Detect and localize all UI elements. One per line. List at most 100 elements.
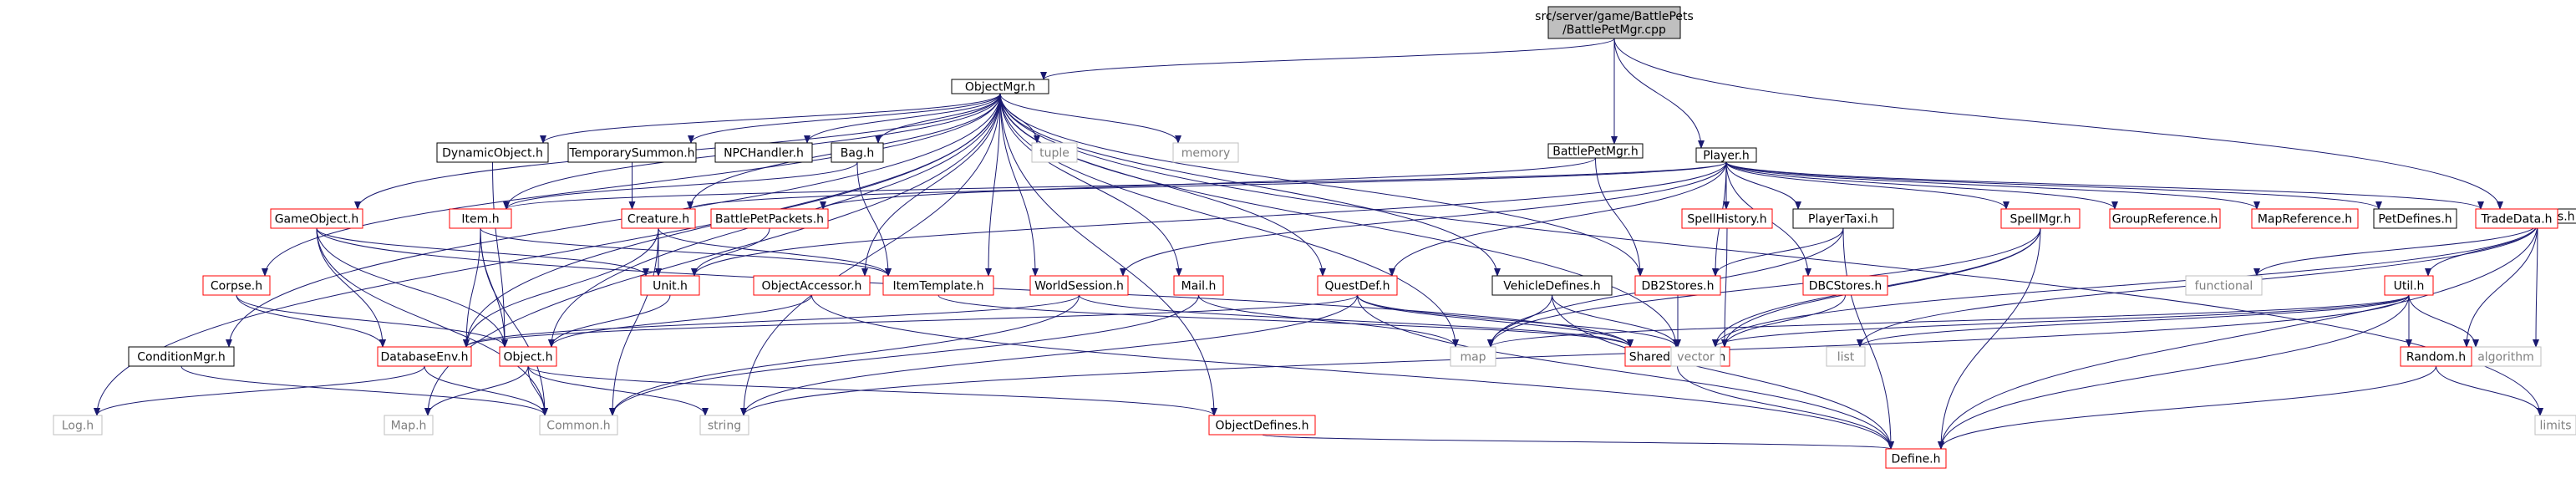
node-tradedata-label: TradeData.h bbox=[2480, 213, 2552, 227]
node-spellmgr-label: SpellMgr.h bbox=[2010, 213, 2071, 227]
node-limits[interactable]: limits bbox=[2534, 415, 2576, 436]
edge-objectaccessor-to-object bbox=[548, 294, 812, 348]
node-temporarysummon[interactable]: TemporarySummon.h bbox=[567, 142, 697, 163]
edge-worldsession-to-common bbox=[609, 294, 1080, 416]
edge-player-to-unit bbox=[691, 161, 1727, 277]
edge-unit-to-object bbox=[548, 294, 671, 348]
node-unit-box bbox=[640, 275, 700, 296]
node-objectdefines[interactable]: ObjectDefines.h bbox=[1208, 415, 1316, 436]
node-itemtemplate[interactable]: ItemTemplate.h bbox=[882, 275, 994, 296]
node-objectdefines-box bbox=[1208, 415, 1316, 436]
node-mapreference[interactable]: MapReference.h bbox=[2251, 208, 2359, 229]
node-groupreference[interactable]: GroupReference.h bbox=[2109, 208, 2221, 229]
node-map[interactable]: map bbox=[1450, 346, 1496, 367]
node-unit[interactable]: Unit.h bbox=[640, 275, 700, 296]
node-objectdefines-label: ObjectDefines.h bbox=[1216, 420, 1309, 433]
node-root-label: /BattlePetMgr.cpp bbox=[1562, 23, 1666, 37]
node-petdefines-box bbox=[2373, 208, 2457, 229]
node-map_h-box bbox=[384, 415, 434, 436]
node-log[interactable]: Log.h bbox=[53, 415, 103, 436]
node-npchandler[interactable]: NPCHandler.h bbox=[714, 142, 813, 163]
edge-player-to-spellmgr bbox=[1725, 161, 2009, 210]
node-bag[interactable]: Bag.h bbox=[831, 142, 884, 163]
node-util-label: Util.h bbox=[2394, 280, 2425, 293]
edge-objectmgr-to-worldsession bbox=[999, 93, 1039, 277]
edge-root-to-player bbox=[1613, 38, 1705, 149]
node-vehicledefines[interactable]: VehicleDefines.h bbox=[1491, 275, 1613, 296]
node-memory[interactable]: memory bbox=[1172, 142, 1239, 163]
node-player[interactable]: Player.h bbox=[1695, 147, 1757, 163]
node-limits-label: limits bbox=[2539, 420, 2571, 433]
node-map_h-label: Map.h bbox=[391, 420, 427, 433]
node-root-box bbox=[1547, 6, 1681, 39]
node-mail[interactable]: Mail.h bbox=[1173, 275, 1224, 296]
node-item-label: Item.h bbox=[461, 213, 499, 227]
node-common[interactable]: Common.h bbox=[539, 415, 618, 436]
node-map_h[interactable]: Map.h bbox=[384, 415, 434, 436]
edge-random-to-limits bbox=[2436, 365, 2543, 416]
node-random[interactable]: Random.h bbox=[2400, 346, 2472, 367]
node-util-box bbox=[2384, 275, 2434, 296]
node-conditionmgr[interactable]: ConditionMgr.h bbox=[128, 346, 235, 367]
node-util[interactable]: Util.h bbox=[2384, 275, 2434, 296]
node-spellmgr-box bbox=[2000, 208, 2081, 229]
node-playertaxi[interactable]: PlayerTaxi.h bbox=[1792, 208, 1894, 229]
node-gameobject-label: GameObject.h bbox=[275, 213, 359, 227]
node-limits-box bbox=[2534, 415, 2576, 436]
node-define[interactable]: Define.h bbox=[1885, 448, 1947, 469]
node-functional[interactable]: functional bbox=[2185, 275, 2263, 296]
edge-objectmgr-to-string bbox=[740, 93, 1001, 416]
node-questdef-label: QuestDef.h bbox=[1325, 280, 1390, 293]
node-algorithm[interactable]: algorithm bbox=[2470, 346, 2542, 367]
node-list[interactable]: list bbox=[1826, 346, 1866, 367]
node-db2stores[interactable]: DB2Stores.h bbox=[1634, 275, 1721, 296]
edge-questdef-to-shareddefines bbox=[1357, 294, 1633, 348]
edge-bag-to-itemtemplate bbox=[856, 161, 892, 277]
node-corpse[interactable]: Corpse.h bbox=[202, 275, 271, 296]
edge-worldsession-to-shareddefines bbox=[1079, 294, 1633, 348]
node-gameobject[interactable]: GameObject.h bbox=[270, 208, 363, 229]
node-dbcstores[interactable]: DBCStores.h bbox=[1802, 275, 1888, 296]
node-spellmgr[interactable]: SpellMgr.h bbox=[2000, 208, 2081, 229]
node-algorithm-label: algorithm bbox=[2477, 351, 2534, 364]
node-tuple[interactable]: tuple bbox=[1031, 142, 1078, 163]
edge-objectmgr-to-memory bbox=[999, 93, 1181, 144]
node-databaseenv-label: DatabaseEnv.h bbox=[380, 351, 468, 364]
edge-objectmgr-to-bag bbox=[875, 93, 1001, 144]
node-creature-box bbox=[621, 208, 696, 229]
edge-util-to-map bbox=[1487, 294, 2410, 348]
node-dynamicobject[interactable]: DynamicObject.h bbox=[436, 142, 549, 163]
node-tradedata[interactable]: TradeData.h bbox=[2475, 208, 2558, 229]
node-item[interactable]: Item.h bbox=[449, 208, 512, 229]
node-questdef[interactable]: QuestDef.h bbox=[1317, 275, 1398, 296]
node-battlepetpackets[interactable]: BattlePetPackets.h bbox=[710, 208, 829, 229]
node-battlepetmgr_h[interactable]: BattlePetMgr.h bbox=[1547, 143, 1644, 159]
edge-player-to-playertaxi bbox=[1725, 161, 1801, 210]
edge-item-to-common bbox=[480, 227, 548, 416]
edge-creature-to-common bbox=[609, 227, 659, 416]
node-object[interactable]: Object.h bbox=[499, 346, 557, 367]
node-creature[interactable]: Creature.h bbox=[621, 208, 696, 229]
edge-conditionmgr-to-common bbox=[180, 365, 548, 416]
node-petdefines[interactable]: PetDefines.h bbox=[2373, 208, 2457, 229]
edge-objectaccessor-to-define bbox=[811, 294, 1894, 450]
node-spellhistory[interactable]: SpellHistory.h bbox=[1681, 208, 1773, 229]
edge-objectmgr-to-temporarysummon bbox=[688, 93, 1001, 144]
node-vector-box bbox=[1670, 346, 1721, 367]
edge-objectmgr-to-db2stores bbox=[999, 93, 1644, 277]
edge-objectmgr-to-objectaccessor bbox=[861, 93, 1001, 277]
node-databaseenv[interactable]: DatabaseEnv.h bbox=[377, 346, 472, 367]
edge-gameobject-to-databaseenv bbox=[316, 227, 386, 348]
node-playertaxi-box bbox=[1792, 208, 1894, 229]
edge-player-to-creature bbox=[687, 161, 1727, 210]
node-root[interactable]: src/server/game/BattlePets/BattlePetMgr.… bbox=[1535, 6, 1694, 39]
node-string[interactable]: string bbox=[699, 415, 749, 436]
edge-player-to-tradedata bbox=[1725, 161, 2484, 210]
node-objectmgr[interactable]: ObjectMgr.h bbox=[951, 79, 1049, 94]
edge-battlepetpackets-to-unit bbox=[691, 227, 770, 277]
node-vector[interactable]: vector bbox=[1670, 346, 1721, 367]
node-worldsession-box bbox=[1029, 275, 1129, 296]
node-memory-label: memory bbox=[1181, 147, 1231, 160]
node-worldsession[interactable]: WorldSession.h bbox=[1029, 275, 1129, 296]
node-objectaccessor[interactable]: ObjectAccessor.h bbox=[753, 275, 871, 296]
